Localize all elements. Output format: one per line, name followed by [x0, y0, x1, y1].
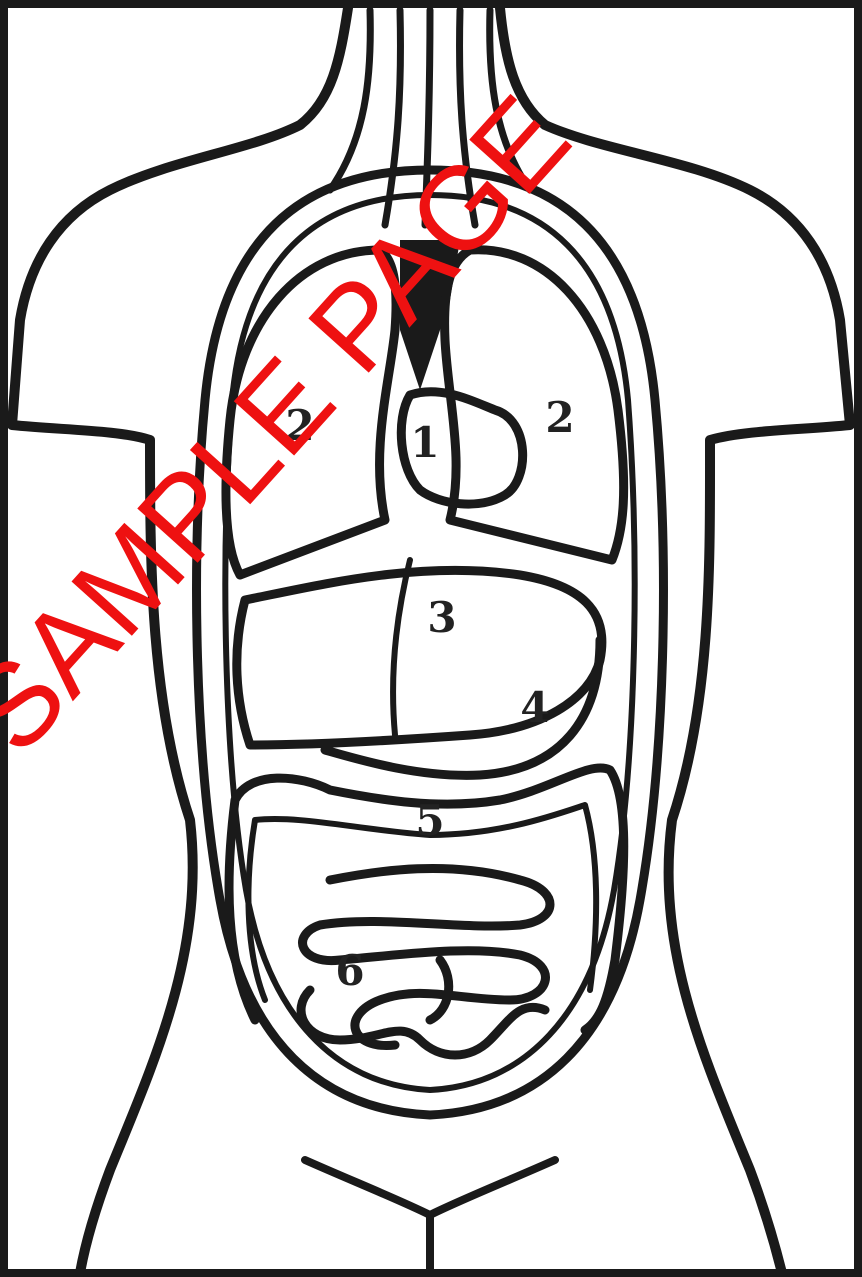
label-stomach: 4	[520, 683, 549, 732]
label-large-intestine: 5	[415, 796, 444, 845]
label-liver: 3	[427, 593, 456, 642]
label-heart: 1	[410, 418, 439, 467]
label-lung-right: 2	[545, 393, 574, 442]
label-small-intestine: 6	[335, 946, 364, 995]
